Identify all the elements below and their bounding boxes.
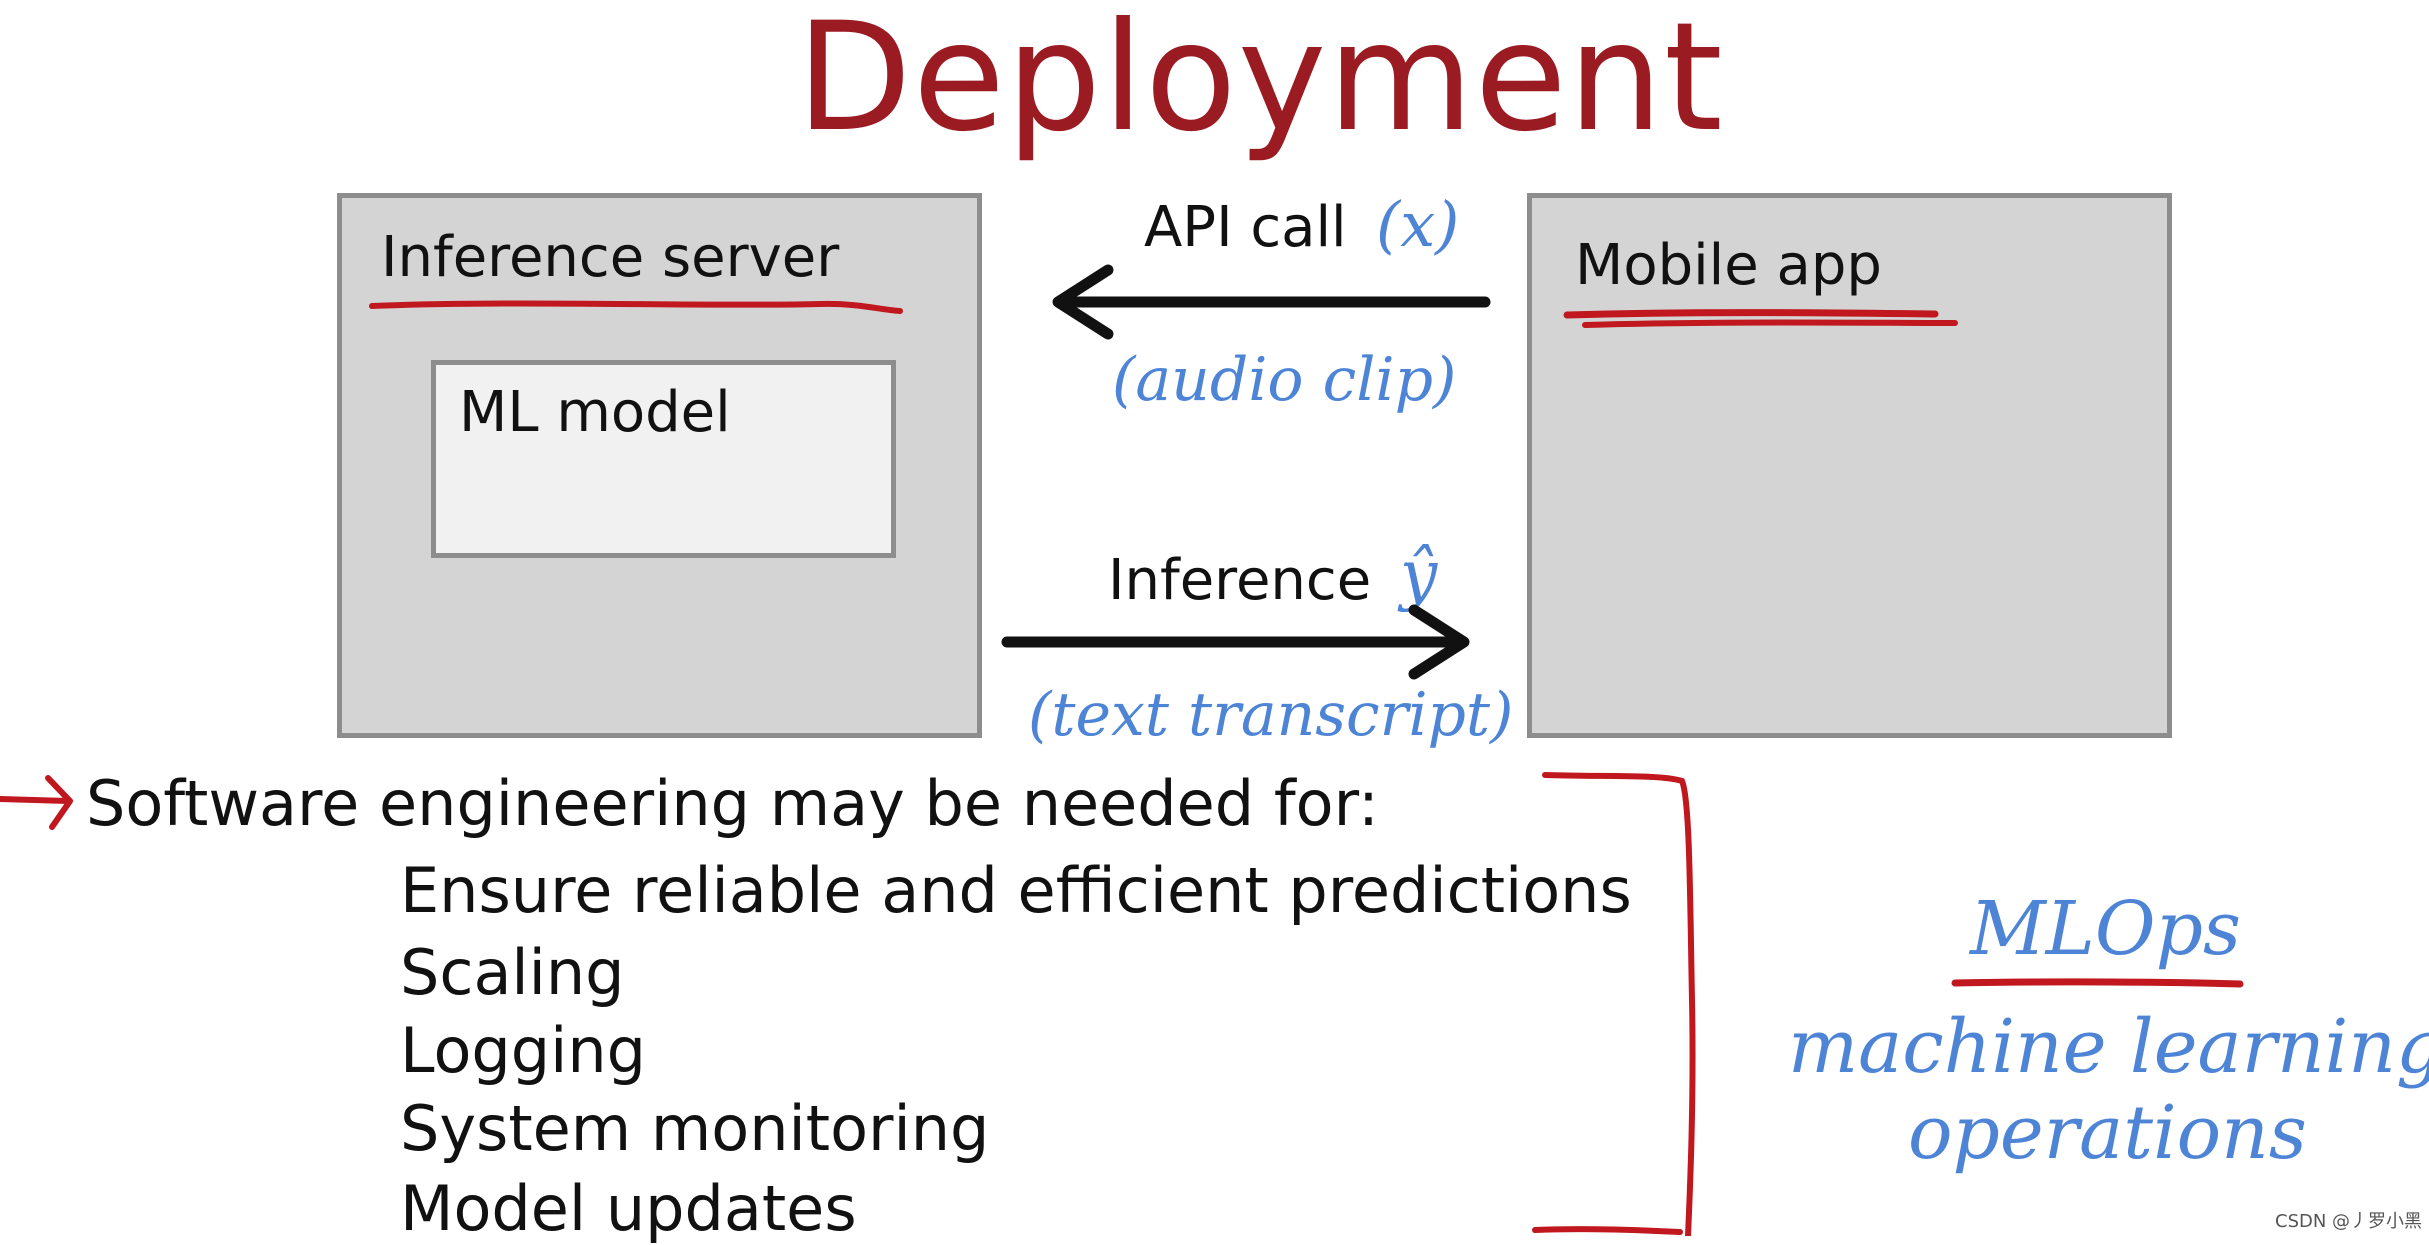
list-item: Logging xyxy=(400,1014,646,1087)
inference-server-label: Inference server xyxy=(381,225,840,290)
mlops-line2: operations xyxy=(1908,1090,2307,1176)
audio-clip-note: (audio clip) xyxy=(1112,345,1457,415)
inference-arrow xyxy=(1001,604,1470,680)
ml-model-box: ML model xyxy=(431,360,896,558)
api-call-label: API call xyxy=(1144,195,1347,260)
api-call-variable: (x) xyxy=(1376,188,1460,261)
list-item: Ensure reliable and efficient prediction… xyxy=(400,854,1632,927)
list-item: Scaling xyxy=(400,936,625,1009)
inference-variable: ŷ xyxy=(1400,536,1438,613)
ml-model-label: ML model xyxy=(459,380,731,445)
page-title: Deployment xyxy=(796,0,1724,165)
software-heading: Software engineering may be needed for: xyxy=(86,767,1379,840)
mlops-line1: machine learning xyxy=(1788,1004,2429,1090)
red-pointer-arrow xyxy=(0,775,73,830)
list-item: System monitoring xyxy=(400,1092,990,1165)
red-bracket-bottom xyxy=(1532,1226,1683,1235)
list-item: Model updates xyxy=(400,1172,857,1245)
inference-label: Inference xyxy=(1108,548,1372,613)
text-transcript-note: (text transcript) xyxy=(1028,680,1514,750)
mlops-label: MLOps xyxy=(1970,886,2241,972)
mobile-app-label: Mobile app xyxy=(1575,233,1882,298)
inference-server-box: Inference server ML model xyxy=(337,193,982,738)
watermark: CSDN @丿罗小黑 xyxy=(2275,1211,2423,1232)
mlops-underline xyxy=(1951,978,2244,988)
red-bracket xyxy=(1542,772,1696,1236)
api-call-arrow xyxy=(1052,264,1491,340)
mobile-app-box: Mobile app xyxy=(1527,193,2172,738)
